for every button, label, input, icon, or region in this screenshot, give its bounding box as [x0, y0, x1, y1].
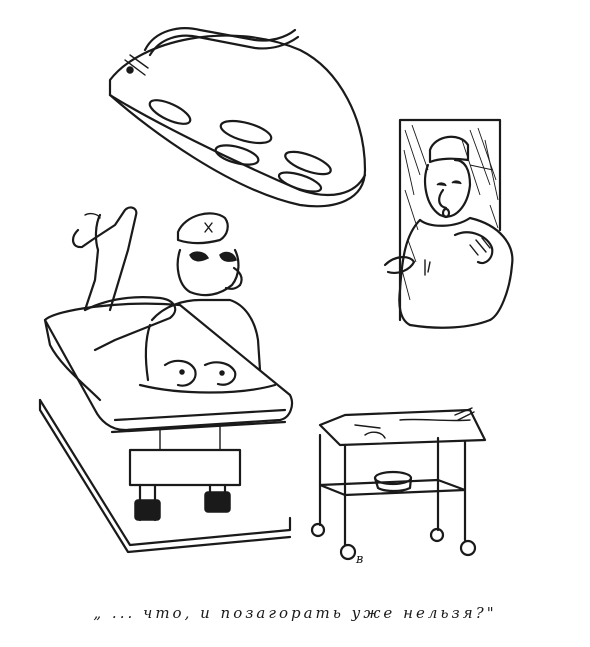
- artist-signature: ʙ: [356, 552, 364, 567]
- patient-figure: [72, 206, 177, 352]
- surgical-lamp: [108, 27, 367, 208]
- cartoon-caption: „ ... что, и позагорать уже нельзя?": [93, 604, 497, 622]
- nurse-figure: [138, 212, 277, 394]
- doctor-figure: [383, 135, 514, 329]
- instrument-trolley: [310, 407, 487, 561]
- doorway: [398, 118, 502, 322]
- operating-table: [38, 302, 294, 554]
